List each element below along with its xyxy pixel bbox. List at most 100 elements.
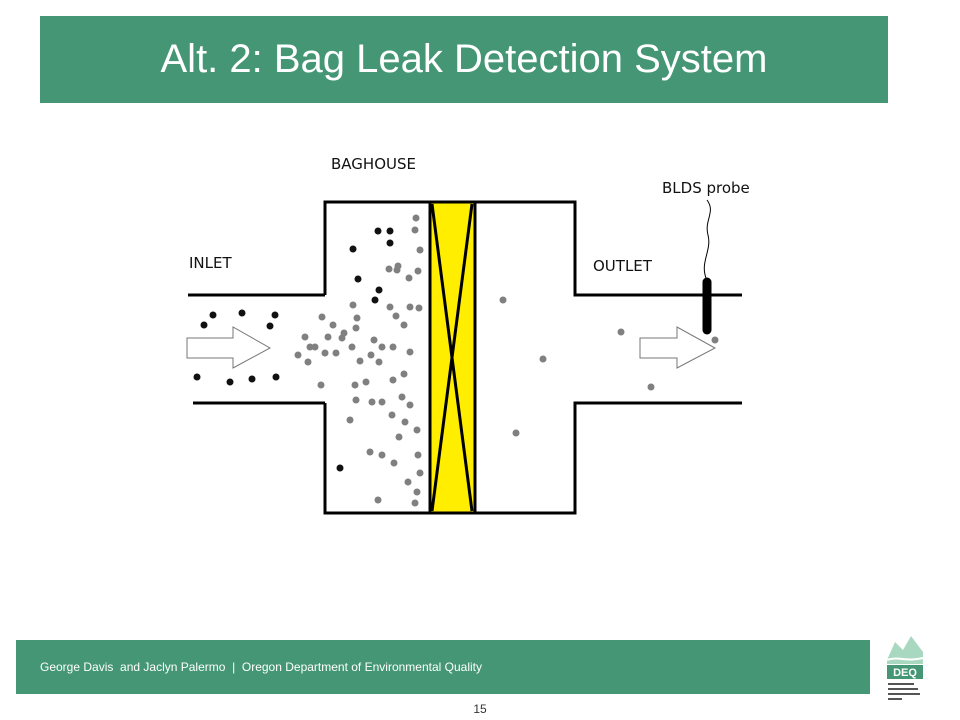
dust-particle bbox=[414, 451, 422, 459]
dust-particle bbox=[248, 375, 256, 383]
inlet-label: INLET bbox=[189, 254, 232, 272]
dust-particle bbox=[389, 343, 397, 351]
dust-particle bbox=[401, 418, 409, 426]
dust-particle bbox=[354, 275, 362, 283]
dust-particle bbox=[386, 303, 394, 311]
dust-particle bbox=[301, 333, 309, 341]
dust-particle bbox=[386, 227, 394, 235]
dust-particle bbox=[209, 311, 217, 319]
dust-particle bbox=[318, 313, 326, 321]
dust-particle bbox=[390, 459, 398, 467]
dust-particle bbox=[389, 376, 397, 384]
dust-particle bbox=[367, 351, 375, 359]
dust-particle bbox=[378, 398, 386, 406]
dust-particle bbox=[400, 321, 408, 329]
dust-particle bbox=[412, 214, 420, 222]
dust-particle bbox=[411, 499, 419, 507]
title-bar: Alt. 2: Bag Leak Detection System bbox=[40, 16, 888, 103]
baghouse-top-wall bbox=[323, 200, 742, 297]
dust-particle bbox=[226, 378, 234, 386]
dust-particle bbox=[512, 429, 520, 437]
dust-particle bbox=[405, 274, 413, 282]
dust-particle bbox=[395, 433, 403, 441]
dust-particle bbox=[353, 314, 361, 322]
dust-particle bbox=[406, 303, 414, 311]
dust-particle bbox=[368, 398, 376, 406]
baghouse-bottom-wall bbox=[323, 401, 742, 515]
dust-particle bbox=[413, 426, 421, 434]
dust-particle bbox=[400, 370, 408, 378]
dust-particle bbox=[306, 343, 314, 351]
dust-particle bbox=[352, 396, 360, 404]
probe-label: BLDS probe bbox=[662, 179, 750, 197]
dust-particle bbox=[647, 383, 655, 391]
dust-particle bbox=[499, 296, 507, 304]
dust-particle bbox=[351, 381, 359, 389]
dust-particle bbox=[374, 496, 382, 504]
deq-logo: DEQ bbox=[886, 636, 924, 700]
dust-particle bbox=[266, 322, 274, 330]
dust-particle bbox=[317, 381, 325, 389]
dust-particle bbox=[371, 296, 379, 304]
dust-particle bbox=[311, 343, 319, 351]
dust-particle bbox=[324, 333, 332, 341]
dust-particle bbox=[193, 373, 201, 381]
dust-particle bbox=[386, 239, 394, 247]
svg-text:DEQ: DEQ bbox=[893, 667, 917, 679]
dust-particle bbox=[349, 245, 357, 253]
dust-particle bbox=[329, 321, 337, 329]
dust-particle bbox=[385, 265, 393, 273]
dust-particle bbox=[294, 351, 302, 359]
dust-particle bbox=[366, 448, 374, 456]
dust-particle bbox=[411, 226, 419, 234]
dust-particle bbox=[362, 378, 370, 386]
dust-particle bbox=[406, 401, 414, 409]
dust-particle bbox=[413, 488, 421, 496]
page-number: 15 bbox=[473, 702, 487, 716]
dust-particle bbox=[349, 301, 357, 309]
dust-particle bbox=[272, 373, 280, 381]
dust-particle bbox=[539, 355, 547, 363]
dust-particle bbox=[378, 451, 386, 459]
dust-particles bbox=[193, 214, 719, 507]
dust-particle bbox=[338, 334, 346, 342]
dust-particle bbox=[378, 343, 386, 351]
dust-particle bbox=[375, 358, 383, 366]
dust-particle bbox=[375, 286, 383, 294]
dust-particle bbox=[346, 416, 354, 424]
outlet-flow-arrow bbox=[639, 326, 717, 369]
dust-particle bbox=[352, 324, 360, 332]
dust-particle bbox=[374, 227, 382, 235]
ductwork bbox=[188, 200, 742, 515]
outlet-label: OUTLET bbox=[593, 257, 652, 275]
dust-particle bbox=[617, 328, 625, 336]
dust-particle bbox=[388, 411, 396, 419]
dust-particle bbox=[200, 321, 208, 329]
dust-particle bbox=[393, 266, 401, 274]
dust-particle bbox=[416, 246, 424, 254]
dust-particle bbox=[238, 309, 246, 317]
dust-particle bbox=[356, 357, 364, 365]
dust-particle bbox=[370, 336, 378, 344]
dust-particle bbox=[348, 343, 356, 351]
dust-particle bbox=[332, 349, 340, 357]
dust-particle bbox=[398, 393, 406, 401]
dust-particle bbox=[336, 464, 344, 472]
dust-particle bbox=[271, 311, 279, 319]
dust-particle bbox=[416, 469, 424, 477]
slide-title: Alt. 2: Bag Leak Detection System bbox=[160, 37, 768, 81]
dust-particle bbox=[392, 312, 400, 320]
dust-particle bbox=[711, 336, 719, 344]
dust-particle bbox=[414, 267, 422, 275]
footer-text: George Davis and Jaclyn Palermo | Oregon… bbox=[40, 660, 482, 674]
dust-particle bbox=[321, 349, 329, 357]
dust-particle bbox=[304, 358, 312, 366]
inlet-flow-arrow bbox=[186, 326, 272, 369]
footer-bar: George Davis and Jaclyn Palermo | Oregon… bbox=[16, 640, 870, 694]
dust-particle bbox=[404, 478, 412, 486]
probe-wire bbox=[703, 199, 711, 279]
dust-particle bbox=[406, 348, 414, 356]
dust-particle bbox=[415, 304, 423, 312]
